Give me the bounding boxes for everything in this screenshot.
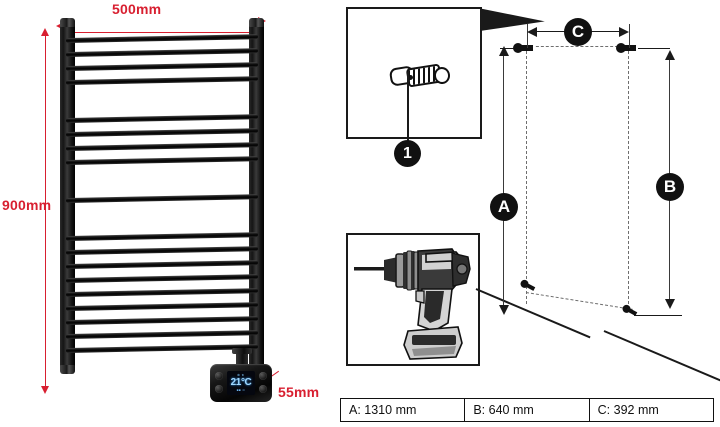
a-dimension-line [503,52,504,310]
screw-bottom-right [621,303,640,318]
wall-anchor-screw-icon [388,63,452,88]
thermostat-temperature-readout: 21°C [230,377,252,388]
dimension-table: A: 1310 mm B: 640 mm C: 392 mm [340,398,714,422]
c-extension-right [629,24,630,48]
screw-top-right [616,43,638,53]
height-dimension-label: 900mm [2,197,52,213]
depth-dimension-label: 55mm [278,384,320,400]
radiator-rail [66,48,258,57]
dimension-marker-a: A [490,193,518,221]
dimension-marker-c: C [564,18,592,46]
radiator-rail [66,114,258,123]
thermostat-status-icons-top: ❆ ★ [237,372,245,377]
radiator-rail [66,260,258,269]
radiator-rail [66,316,258,325]
drill-inset [346,233,480,366]
outline-edge-left [526,46,527,304]
dimension-cell-a: A: 1310 mm [341,399,466,421]
product-panel: 500mm 900mm 55mm [0,0,336,427]
radiator-rail [66,62,258,71]
anchor-point [408,75,413,80]
callout-bubble-1: 1 [394,140,421,167]
radiator-rail [66,232,258,241]
b-arrow-down-icon [665,299,675,309]
dimension-cell-c: C: 392 mm [597,403,659,417]
thermostat-display: ❆ ★ 21°C ■■ ⊙ [227,371,255,395]
towel-rail-radiator [60,18,264,374]
floor-line [603,330,720,397]
thermostat-button-bottom-left[interactable] [215,385,223,393]
a-arrow-up-icon [499,46,509,56]
b-arrow-up-icon [665,50,675,60]
radiator-cap-top-right [249,18,264,27]
a-arrow-down-icon [499,305,509,315]
radiator-rail [66,302,258,311]
thermostat-connector [232,348,252,366]
screw-head [616,43,626,53]
radiator-rail [66,246,258,255]
callout-1-stem [407,72,409,142]
radiator-rail [66,344,258,353]
width-dimension-label: 500mm [112,1,162,17]
dimension-marker-b: B [656,173,684,201]
screw-tick-bottom-right [634,315,682,316]
thermostat-status-icons-bottom: ■■ ⊙ [236,388,246,392]
radiator-rail [66,330,258,339]
height-arrow-down-icon [41,386,49,394]
screw-shaft [623,45,638,51]
radiator-cap-top-left [60,18,75,27]
thermostat-button-bottom-right[interactable] [259,385,267,393]
radiator-rail [66,34,258,43]
radiator-rail [66,142,258,151]
screw-head [513,43,523,53]
thermostat-button-top-right[interactable] [259,372,267,380]
wall-plug-inset [346,7,482,139]
outline-edge-top [526,46,628,47]
height-dimension-line [45,36,46,388]
installation-panel: 1 [336,0,720,427]
screw-bottom-left [519,278,538,293]
radiator-cap-bottom-left [60,365,75,374]
c-arrow-left-icon [527,27,537,37]
width-dimension-line [64,32,262,33]
radiator-rail [66,194,258,203]
radiator-rail [66,288,258,297]
c-arrow-right-icon [619,27,629,37]
radiator-rail [66,156,258,165]
radiator-rails [66,22,258,370]
screw-tick-top-right [636,48,670,49]
outline-edge-right [628,46,629,304]
radiator-rail [66,128,258,137]
wall-mounting-diagram: C A B [486,10,720,397]
dimension-cell-b: B: 640 mm [465,399,590,421]
radiator-rail [66,274,258,283]
thermostat-button-top-left[interactable] [215,372,223,380]
outline-edge-bottom [525,292,633,310]
cordless-drill-icon [354,248,471,360]
screw-top-left [513,43,535,53]
height-arrow-up-icon [41,28,49,36]
thermostat-control[interactable]: ❆ ★ 21°C ■■ ⊙ [210,348,272,402]
radiator-rail [66,76,258,85]
